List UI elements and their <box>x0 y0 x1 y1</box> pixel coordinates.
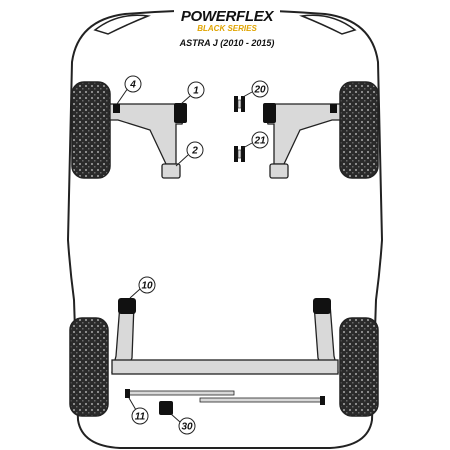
callout-30: 30 <box>170 413 196 435</box>
front-left-bush-2 <box>161 163 181 179</box>
brand-logo: POWERFLEX BLACK SERIES <box>174 6 280 33</box>
callout-4: 4 <box>116 75 142 105</box>
front-right-tyre <box>339 81 379 179</box>
rear-anti-roll-bar-left <box>127 390 235 396</box>
callout-21: 21 <box>242 131 269 149</box>
rear-bar-end-right <box>320 396 325 405</box>
front-left-bush-1 <box>174 103 187 123</box>
front-left-bush-4 <box>113 104 120 113</box>
rear-torsion-beam <box>111 359 339 375</box>
rear-bush-30 <box>159 401 173 415</box>
callout-30-label: 30 <box>181 422 193 433</box>
right-front-light <box>299 14 357 35</box>
model-title: ASTRA J (2010 - 2015) <box>179 38 275 48</box>
rear-anti-roll-bar-right <box>199 397 323 403</box>
front-right-bush-a <box>330 104 337 113</box>
rear-right-tyre <box>339 317 379 417</box>
callout-10: 10 <box>129 276 156 299</box>
callout-20-label: 20 <box>253 85 266 96</box>
bush-21 <box>234 146 245 162</box>
callout-1: 1 <box>180 81 205 105</box>
callout-1-label: 1 <box>193 86 199 97</box>
front-right-bush-b <box>263 103 276 123</box>
brand-tagline: BLACK SERIES <box>197 24 257 33</box>
callout-2: 2 <box>175 141 204 167</box>
callout-11-label: 11 <box>135 412 146 423</box>
callout-4-label: 4 <box>129 80 136 91</box>
rear-right-bush <box>313 298 331 314</box>
rear-left-tyre <box>69 317 109 417</box>
rear-left-bush-10 <box>118 298 136 314</box>
front-right-bush-c <box>269 163 289 179</box>
rear-bar-end-left <box>125 389 130 398</box>
brand-name: POWERFLEX <box>181 8 275 25</box>
front-left-tyre <box>71 81 111 179</box>
callout-11: 11 <box>128 397 149 425</box>
callout-2-label: 2 <box>191 146 198 157</box>
bush-20 <box>234 96 245 112</box>
car-body-outline <box>66 9 384 449</box>
callout-21-label: 21 <box>253 136 266 147</box>
left-front-light <box>93 14 151 35</box>
callout-10-label: 10 <box>141 281 153 292</box>
callout-20: 20 <box>242 80 269 98</box>
